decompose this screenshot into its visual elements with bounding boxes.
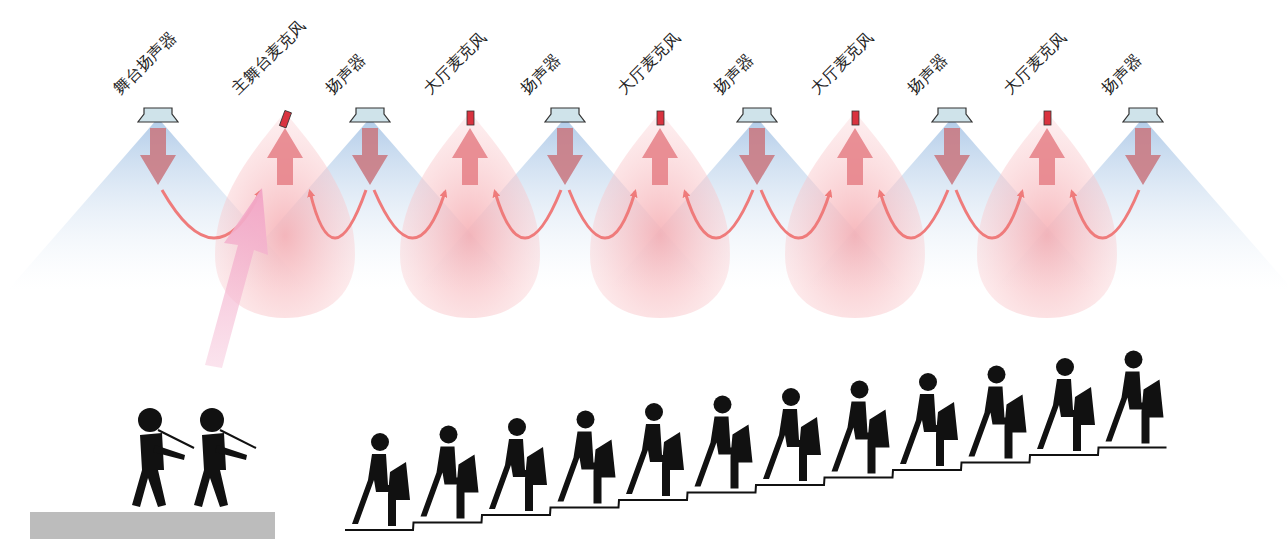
mic-icon (279, 110, 291, 127)
violin (215, 445, 247, 460)
sound-down-arrow (547, 128, 583, 185)
audience-head (371, 433, 389, 451)
player-body (194, 433, 228, 507)
sound-up-arrow (267, 128, 303, 185)
speaker-icon (737, 108, 777, 122)
audience-head (645, 403, 663, 421)
speaker-icon (545, 108, 585, 122)
audience-head (440, 426, 458, 444)
feedback-arc (374, 190, 445, 238)
sound-down-arrow (934, 128, 970, 185)
speaker-icon (932, 108, 972, 122)
audience-head (988, 366, 1006, 384)
part-label: 扬声器 (905, 51, 951, 97)
part-label: 大厅麦克风 (615, 29, 684, 98)
feedback-arc (880, 190, 948, 238)
sound-down-arrow (352, 128, 388, 185)
audience-head (851, 381, 869, 399)
part-label: 扬声器 (1099, 51, 1145, 97)
mic-icon (467, 111, 474, 125)
violin (153, 445, 185, 460)
speaker-icon (1123, 108, 1163, 122)
audience-head (1056, 358, 1074, 376)
speaker-icon (350, 108, 390, 122)
violin-bow (158, 430, 194, 448)
audience-head (919, 373, 937, 391)
audience-head (577, 411, 595, 429)
feedback-arc (956, 190, 1022, 238)
sound-up-arrow (642, 128, 678, 185)
audience-head (714, 396, 732, 414)
mic-pickup-area (785, 112, 925, 318)
player-head (200, 408, 224, 432)
audience-seat (594, 440, 616, 504)
sound-down-arrow (140, 128, 176, 185)
feedback-arc (495, 190, 561, 238)
mic-pickup-area (400, 112, 540, 318)
player-head (138, 408, 162, 432)
part-label: 大厅麦克风 (1001, 29, 1070, 98)
mic-icon (1044, 111, 1051, 125)
audience-seat (868, 410, 890, 474)
sound-up-arrow (837, 128, 873, 185)
feedback-arc (761, 190, 830, 238)
speaker-icon (138, 108, 178, 122)
part-label: 扬声器 (323, 51, 369, 97)
audience-seat (799, 417, 821, 481)
audience-seat (731, 425, 753, 489)
audience-head (508, 418, 526, 436)
part-label: 扬声器 (518, 51, 564, 97)
sound-down-arrow (1125, 128, 1161, 185)
sound-up-arrow (452, 128, 488, 185)
feedback-arc (310, 190, 366, 238)
mic-icon (657, 111, 664, 125)
part-label: 大厅麦克风 (808, 29, 877, 98)
part-label: 主舞台麦克风 (229, 17, 309, 97)
feedback-arc (685, 190, 753, 238)
mic-pickup-area (977, 112, 1117, 318)
violin-bow (220, 430, 256, 448)
feedback-arc (569, 190, 635, 238)
part-label: 大厅麦克风 (421, 29, 490, 98)
feedback-arc (1072, 190, 1139, 238)
audience-seat (1005, 395, 1027, 459)
part-label: 舞台扬声器 (111, 29, 180, 98)
sound-down-arrow (739, 128, 775, 185)
audience-head (782, 388, 800, 406)
mic-icon (852, 111, 859, 125)
part-label: 扬声器 (711, 51, 757, 97)
audience-seat (525, 447, 547, 511)
audience-seat (388, 462, 410, 526)
audience-seat (662, 432, 684, 496)
audience-seat (1142, 380, 1164, 444)
audience-seat (1073, 387, 1095, 451)
player-body (132, 433, 166, 507)
audience-head (1125, 351, 1143, 369)
sound-up-arrow (1029, 128, 1065, 185)
mic-pickup-area (590, 112, 730, 318)
tiered-steps (345, 448, 1167, 531)
audience-seat (936, 402, 958, 466)
audience-seat (457, 455, 479, 519)
